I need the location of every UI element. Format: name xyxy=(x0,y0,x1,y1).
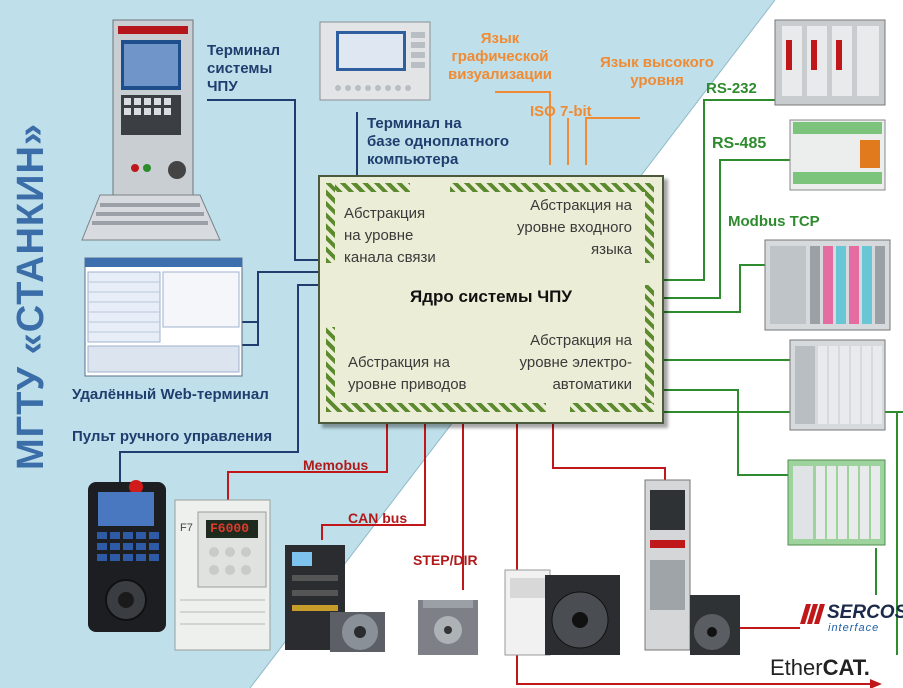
manual-panel-line xyxy=(119,284,318,482)
modbus-line xyxy=(660,264,765,313)
web-terminal-line-2 xyxy=(240,322,259,346)
abstraction-drives-text: Абстракция на уровне приводов xyxy=(348,354,467,393)
graphic-lang-line xyxy=(495,91,551,165)
navy-connectors xyxy=(119,99,358,482)
cnc-terminal-device xyxy=(81,19,221,241)
rs232-module xyxy=(774,19,886,106)
university-title: МГТУ «СТАНКИН» xyxy=(10,122,52,470)
sbc-terminal-device xyxy=(319,21,431,101)
sercos-motor xyxy=(690,595,740,655)
sercos-logo-sub: interface xyxy=(828,622,880,634)
inverter-model: F7 xyxy=(180,522,193,534)
stepper-motor xyxy=(418,600,478,655)
hatch-top-right-v xyxy=(645,183,654,263)
web-terminal-window xyxy=(84,257,243,377)
ethercat-line xyxy=(516,420,870,685)
hatch-top-left-h xyxy=(326,183,410,192)
io-module-2 xyxy=(787,459,886,546)
ethercat-arrow xyxy=(870,679,882,688)
orange-connectors xyxy=(495,91,640,165)
memobus-line xyxy=(227,420,388,500)
hatch-bottom-right-v xyxy=(645,285,654,412)
sbc-terminal-label: Терминал на базе одноплатного компьютера xyxy=(367,115,509,168)
hatch-bottom-right-h xyxy=(570,403,654,412)
iso-label: ISO 7-bit xyxy=(530,103,592,120)
manual-pendant-device xyxy=(88,480,166,632)
can-servo-motor xyxy=(330,612,385,652)
red-connectors xyxy=(227,420,870,685)
manual-panel-label: Пульт ручного управления xyxy=(72,428,273,445)
io-module-1 xyxy=(789,339,886,431)
inverter-display: F6000 xyxy=(210,521,250,536)
stepdir-label: STEP/DIR xyxy=(413,552,478,568)
graphic-lang-label: Язык графической визуализации xyxy=(447,30,553,83)
ethercat-logo: EtherCAT. xyxy=(770,655,870,681)
hatch-bottom-left-h xyxy=(326,403,546,412)
rs485-module xyxy=(789,119,886,191)
rs485-line xyxy=(660,159,790,299)
hatch-bottom-left-v xyxy=(326,327,335,412)
web-terminal-line xyxy=(240,271,318,323)
abstraction-electro-text: Абстракция на уровне электро- автоматики xyxy=(519,332,632,393)
ethercat-logo-part-b: CAT. xyxy=(822,655,870,680)
hatch-top-right-h xyxy=(450,183,654,192)
inverter-device xyxy=(174,499,271,651)
rs232-label: RS-232 xyxy=(706,80,757,97)
hatch-top-left-v xyxy=(326,183,335,263)
rs232-line xyxy=(660,99,775,281)
high-lang-line xyxy=(585,117,640,165)
sercos-logo-mark xyxy=(800,604,825,624)
sercos-servo-drive xyxy=(504,569,620,656)
web-terminal-label: Удалённый Web-терминал xyxy=(72,386,269,403)
modbus-plc xyxy=(764,239,891,331)
modbus-label: Modbus TCP xyxy=(728,213,820,230)
cnc-terminal-label: Терминал системы ЧПУ xyxy=(207,42,280,95)
rs485-label: RS-485 xyxy=(712,135,767,152)
ethercat-drive xyxy=(644,479,691,651)
io2-line xyxy=(660,389,790,476)
cnc-core-box: Абстракция на уровне канала связи Абстра… xyxy=(318,175,664,424)
ethercat-logo-part-a: Ether xyxy=(770,655,823,680)
canbus-line xyxy=(321,420,426,540)
canbus-label: CAN bus xyxy=(348,510,408,526)
abstraction-channel-text: Абстракция на уровне канала связи xyxy=(344,205,436,266)
core-title: Ядро системы ЧПУ xyxy=(410,287,572,306)
sercos-logo-text: SERCOS xyxy=(827,602,903,623)
high-lang-label: Язык высокого уровня xyxy=(600,54,714,89)
memobus-label: Memobus xyxy=(303,457,369,473)
sercos-drive-line xyxy=(552,420,666,480)
abstraction-input-text: Абстракция на уровне входного языка xyxy=(517,197,632,258)
cnc-terminal-line xyxy=(207,99,318,261)
